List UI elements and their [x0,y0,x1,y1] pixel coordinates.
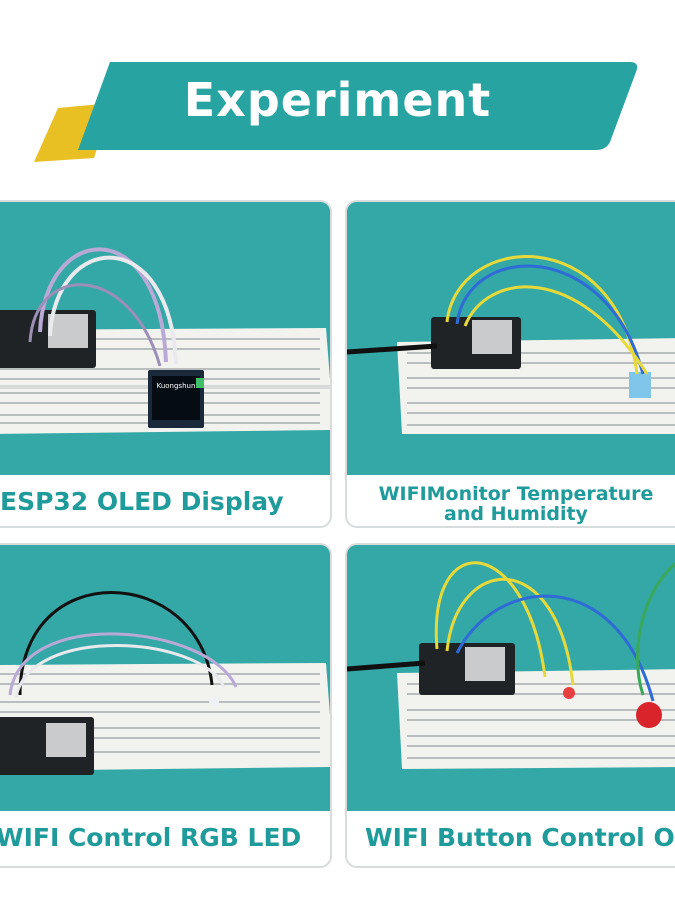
usb-cable [347,660,426,672]
temperature-breadboard-illustration [347,202,675,475]
oled-screen-text: Kuongshun [157,382,196,390]
wire-lavender [8,632,238,696]
wire-white [48,255,178,365]
dht-sensor [629,372,651,398]
push-button [636,702,662,728]
wire-blue [455,594,655,702]
rgb-led [209,696,219,706]
wire-blue [455,264,645,375]
card-oled-caption: ESP32 OLED Display [0,487,284,516]
card-temperature-caption: WIFIMonitor Temperature and Humidity [347,484,675,524]
card-temperature-humidity: WIFIMonitor Temperature and Humidity [345,200,675,528]
card-button-caption: WIFI Button Control Output [365,823,675,852]
wifi-monitor-temperature-humidity-photo [347,202,675,475]
banner-title: Experiment [183,73,492,127]
wire-yellow [434,561,547,678]
card-rgb-led: WIFI Control RGB LED [0,543,332,868]
banner-teal-parallelogram [78,62,638,150]
rgb-led-breadboard-illustration [0,545,330,811]
red-led [563,687,575,699]
card-temperature-caption-line1: WIFIMonitor Temperature [378,483,654,505]
wifi-button-control-output-photo [347,545,675,811]
header-banner: Experiment [0,0,675,180]
wifi-control-rgb-led-photo [0,545,330,811]
banner-shape [34,62,638,162]
usb-cable [347,343,438,355]
oled-breadboard-illustration: Kuongshun [0,202,330,475]
card-button-control: WIFI Button Control Output [345,543,675,868]
wire-green [636,562,675,696]
card-temperature-caption-line2: and Humidity [444,503,588,525]
wire-lavender [38,247,168,363]
button-breadboard-illustration [347,545,675,811]
card-oled-display: Kuongshun ESP32 OLED Display [0,200,332,528]
wire-black [18,591,214,696]
esp32-oled-display-photo: Kuongshun [0,202,330,475]
card-rgb-caption: WIFI Control RGB LED [0,823,302,852]
